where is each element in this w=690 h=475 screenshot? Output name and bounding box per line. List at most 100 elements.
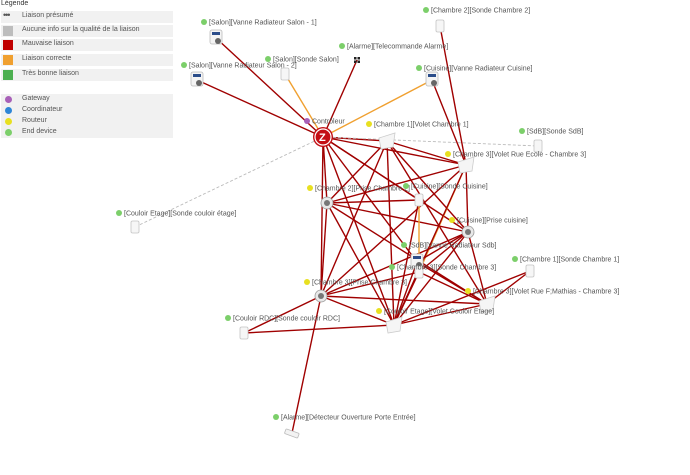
link-prise_ch2-prise_cuisine bbox=[326, 202, 469, 233]
link-prise_ch2-sonde_cuisine bbox=[326, 199, 420, 204]
node-label: [Chambre 3][Sonde Chambre 3] bbox=[397, 265, 496, 272]
link-prise_cuisine-volet_couloir bbox=[393, 231, 469, 326]
sensor-icon bbox=[239, 326, 249, 340]
link-volet_ch1-prise_cuisine bbox=[386, 140, 469, 233]
router-dot-icon bbox=[5, 118, 12, 125]
node-type-dot bbox=[201, 19, 207, 25]
legend-good-link: Très bonne liaison bbox=[1, 69, 173, 81]
link-ctrl-telecommande bbox=[322, 59, 358, 138]
node-type-dot bbox=[512, 256, 518, 262]
node-type-dot bbox=[445, 151, 451, 157]
radiator-valve-icon bbox=[209, 29, 223, 45]
sensor-icon bbox=[533, 139, 543, 153]
link-ctrl-vanne_salon2 bbox=[196, 79, 324, 138]
node-detecteur[interactable]: [Alarme][Détecteur Ouverture Porte Entré… bbox=[273, 414, 416, 439]
node-label: [Chambre 1][Sonde Chambre 1] bbox=[520, 257, 619, 264]
node-type-dot bbox=[304, 118, 310, 124]
node-label: [Chambre 3][Prise Chambre 3] bbox=[312, 280, 407, 287]
legend-end-device: End device bbox=[1, 127, 173, 138]
node-prise-ch3[interactable]: [Chambre 3][Prise Chambre 3] bbox=[304, 279, 407, 303]
node-vanne-cuisine[interactable]: [Cuisine][Vanne Radiateur Cuisine] bbox=[416, 65, 532, 87]
link-volet_couloir-volet_mathias bbox=[393, 303, 488, 326]
links-layer bbox=[134, 25, 539, 434]
node-sonde-ch1[interactable]: [Chambre 1][Sonde Chambre 1] bbox=[512, 256, 619, 278]
link-volet_ch3_ecole-prise_ch3 bbox=[320, 164, 467, 297]
link-vanne_cuisine-volet_ch3_ecole bbox=[431, 79, 467, 166]
plug-icon bbox=[314, 289, 328, 303]
svg-text:Z: Z bbox=[319, 132, 326, 144]
gateway-dot-icon bbox=[5, 96, 12, 103]
node-label: [Salon][Sonde Salon] bbox=[273, 57, 339, 64]
node-prise-ch2[interactable]: [Chambre 2][Prise Chambre 2] bbox=[307, 185, 410, 210]
node-type-dot bbox=[389, 264, 395, 270]
node-sonde-sdb[interactable]: [SdB][Sonde SdB] bbox=[519, 128, 583, 153]
node-sonde-salon[interactable]: [Salon][Sonde Salon] bbox=[265, 56, 339, 81]
node-prise-cuisine[interactable]: [Cuisine][Prise cuisine] bbox=[449, 217, 528, 239]
node-label: [Chambre 1][Volet Chambre 1] bbox=[374, 122, 469, 129]
red-swatch-icon bbox=[3, 40, 13, 50]
node-label: [Alarme][Telecommande Alarme] bbox=[347, 44, 448, 51]
node-sonde-ch3[interactable]: [Chambre 3][Sonde Chambre 3] bbox=[389, 264, 496, 279]
node-label: [Salon][Vanne Radiateur Salon - 2] bbox=[189, 63, 297, 70]
coordinator-dot-icon bbox=[5, 107, 12, 114]
node-volet-ch3-ecole[interactable]: [Chambre 3][Volet Rue Ecole - Chambre 3] bbox=[445, 151, 586, 174]
nodes-layer: Z Contrôleur [Salon][Vanne Radiateur Salon… bbox=[116, 7, 619, 439]
link-vanne_sdb-volet_mathias bbox=[416, 261, 488, 305]
grey-swatch-icon bbox=[3, 26, 13, 36]
link-volet_couloir-sonde_ch3 bbox=[393, 271, 420, 326]
node-type-dot bbox=[225, 315, 231, 321]
zwave-controller-icon: Z bbox=[313, 127, 333, 147]
node-type-dot bbox=[423, 7, 429, 13]
node-label: [Chambre 2][Sonde Chambre 2] bbox=[431, 8, 530, 15]
node-label: [SdB][Sonde SdB] bbox=[527, 129, 583, 136]
node-label: [Alarme][Détecteur Ouverture Porte Entré… bbox=[281, 415, 416, 422]
link-sonde_cuisine-volet_couloir bbox=[393, 199, 420, 326]
legend-presumed-link: ••• Liaison présumé bbox=[1, 10, 173, 23]
plug-icon bbox=[461, 225, 475, 239]
node-type-dot bbox=[307, 185, 313, 191]
node-sonde-ch2[interactable]: [Chambre 2][Sonde Chambre 2] bbox=[423, 7, 530, 33]
shutter-icon bbox=[457, 156, 475, 174]
node-label: Contrôleur bbox=[312, 119, 345, 126]
node-volet-ch1[interactable]: [Chambre 1][Volet Chambre 1] bbox=[366, 121, 469, 150]
node-volet-mathias[interactable]: [Chambre 3][Volet Rue F;Mathias - Chambr… bbox=[465, 288, 619, 313]
node-label: [Salon][Vanne Radiateur Salon - 1] bbox=[209, 20, 317, 27]
node-label: [Chambre 3][Volet Rue Ecole - Chambre 3] bbox=[453, 152, 586, 159]
link-prise_ch2-prise_ch3 bbox=[320, 202, 328, 297]
link-prise_ch3-couloir_rdc bbox=[243, 295, 322, 334]
node-vanne-sdb[interactable]: [SdB][Vanne Radiateur Sdb] bbox=[401, 242, 496, 269]
shutter-icon bbox=[385, 316, 403, 334]
shutter-icon bbox=[378, 132, 396, 150]
node-couloir-etage[interactable]: [Couloir Etage][Sonde couloir étage] bbox=[116, 210, 237, 234]
link-ctrl-sonde_salon bbox=[284, 73, 324, 138]
legend-bad-link: Mauvaise liaison bbox=[1, 39, 173, 51]
node-vanne-salon1[interactable]: [Salon][Vanne Radiateur Salon - 1] bbox=[201, 19, 317, 45]
node-ctrl[interactable]: Z Contrôleur bbox=[304, 118, 345, 147]
link-prise_ch3-sonde_ch3 bbox=[320, 271, 420, 297]
link-prise_ch2-volet_couloir bbox=[326, 202, 395, 326]
node-type-dot bbox=[465, 288, 471, 294]
door-sensor-icon bbox=[284, 428, 300, 439]
node-vanne-salon2[interactable]: [Salon][Vanne Radiateur Salon - 2] bbox=[181, 62, 297, 87]
legend-ok-link: Liaison correcte bbox=[1, 54, 173, 66]
link-sonde_ch2-volet_ch3_ecole bbox=[439, 25, 467, 166]
node-couloir-rdc[interactable]: [Couloir RDC][Sonde couloir RDC] bbox=[225, 315, 340, 340]
link-volet_ch3_ecole-prise_ch2 bbox=[326, 164, 467, 204]
node-label: [Chambre 2][Prise Chambre 2] bbox=[315, 186, 410, 193]
sensor-icon bbox=[435, 19, 445, 33]
node-type-dot bbox=[449, 217, 455, 223]
legend-coordinator: Coordinateur bbox=[1, 105, 173, 116]
node-type-dot bbox=[339, 43, 345, 49]
link-volet_couloir-couloir_rdc bbox=[243, 324, 395, 334]
sensor-icon bbox=[525, 264, 535, 278]
link-ctrl-vanne_sdb bbox=[322, 136, 418, 263]
node-label: [Couloir RDC][Sonde couloir RDC] bbox=[233, 316, 340, 323]
node-telecommande[interactable]: [Alarme][Telecommande Alarme] bbox=[339, 43, 448, 63]
node-label: [Cuisine][Sonde Cuisine] bbox=[411, 184, 488, 191]
node-volet-couloir[interactable]: [Couloir Etage][Volet Couloir Etage] bbox=[376, 308, 494, 334]
node-type-dot bbox=[181, 62, 187, 68]
node-sonde-cuisine[interactable]: [Cuisine][Sonde Cuisine] bbox=[403, 183, 488, 207]
link-volet_couloir-vanne_sdb bbox=[393, 261, 418, 326]
node-type-dot bbox=[304, 279, 310, 285]
node-type-dot bbox=[116, 210, 122, 216]
